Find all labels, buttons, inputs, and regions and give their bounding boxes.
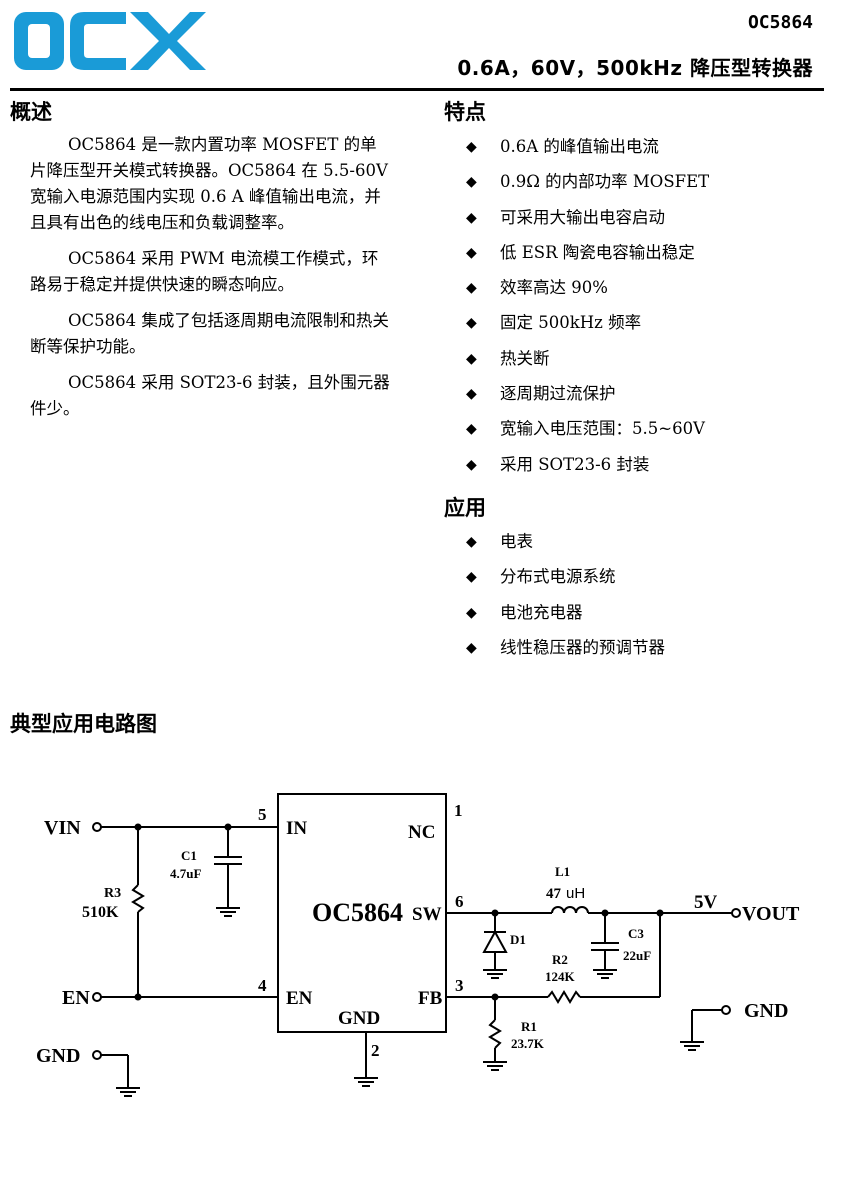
vin-terminal [92, 822, 102, 832]
diamond-bullet-icon: ◆ [466, 280, 477, 297]
pin-number: 2 [371, 1041, 380, 1060]
diamond-bullet-icon: ◆ [466, 639, 477, 656]
l1-name: L1 [555, 864, 570, 879]
vin-label: VIN [44, 817, 81, 839]
document-title: 0.6A，60V，500kHz 降压型转换器 [457, 56, 813, 80]
d1-name: D1 [510, 932, 526, 947]
gnd-terminal [721, 1005, 731, 1015]
pin-number: 5 [258, 805, 267, 824]
pin-number: 6 [455, 892, 464, 911]
vout-terminal [731, 908, 741, 918]
r3-value: 510K [82, 904, 119, 921]
en-terminal [92, 992, 102, 1002]
r1-value: 23.7K [511, 1036, 545, 1051]
c1-value: 4.7uF [170, 866, 201, 881]
diamond-bullet-icon: ◆ [466, 209, 477, 226]
overview-paragraph: OC5864 集成了包括逐周期电流限制和热关断等保护功能。 [30, 311, 389, 356]
pin-label-in: IN [286, 818, 307, 839]
diamond-bullet-icon: ◆ [466, 456, 477, 473]
header-divider [10, 88, 824, 91]
diamond-bullet-icon: ◆ [466, 315, 477, 332]
list-item: ◆采用 SOT23-6 封装 [466, 453, 826, 488]
l1-value-number: 47 [546, 886, 562, 902]
overview-paragraph: OC5864 采用 PWM 电流模工作模式，环路易于稳定并提供快速的瞬态响应。 [30, 249, 379, 294]
list-item: ◆效率高达 90% [466, 276, 826, 311]
r1-name: R1 [521, 1019, 537, 1034]
pin-number: 4 [258, 976, 267, 995]
c1-name: C1 [181, 848, 197, 863]
pin-label-en: EN [286, 988, 313, 1009]
gnd-label: GND [744, 1000, 788, 1022]
applications-list: ◆电表 ◆分布式电源系统 ◆电池充电器 ◆线性稳压器的预调节器 [466, 530, 826, 671]
r2-name: R2 [552, 952, 568, 967]
overview-heading: 概述 [10, 100, 52, 124]
chip-name: OC5864 [312, 898, 403, 927]
c3-name: C3 [628, 926, 644, 941]
pin-label-sw: SW [412, 904, 442, 925]
en-label: EN [62, 987, 90, 1009]
l1-value-unit: uH [566, 885, 585, 902]
pin-label-nc: NC [408, 822, 435, 843]
r3-name: R3 [104, 886, 121, 901]
overview-paragraph: OC5864 采用 SOT23-6 封装，且外围元器件少。 [30, 373, 390, 418]
features-list: ◆0.6A 的峰值输出电流 ◆0.9Ω 的内部功率 MOSFET ◆可采用大输出… [466, 135, 826, 488]
list-item: ◆低 ESR 陶瓷电容输出稳定 [466, 241, 826, 276]
diamond-bullet-icon: ◆ [466, 244, 477, 261]
diamond-bullet-icon: ◆ [466, 350, 477, 367]
part-number: OC5864 [747, 12, 813, 33]
overview-paragraph: OC5864 是一款内置功率 MOSFET 的单片降压型开关模式转换器。OC58… [30, 135, 388, 232]
ocx-logo [12, 8, 208, 74]
diamond-bullet-icon: ◆ [466, 139, 477, 155]
gnd-terminal [92, 1050, 102, 1060]
vout-label: VOUT [742, 903, 800, 925]
overview-body: OC5864 是一款内置功率 MOSFET 的单片降压型开关模式转换器。OC58… [30, 132, 390, 432]
typical-application-circuit: VIN EN GND C1 4.7uF R3 510K 5 4 1 6 3 2 … [36, 793, 800, 1097]
list-item: ◆分布式电源系统 [466, 565, 826, 600]
list-item: ◆宽输入电压范围：5.5~60V [466, 417, 826, 452]
list-item: ◆逐周期过流保护 [466, 382, 826, 417]
pin-label-gnd: GND [338, 1008, 380, 1029]
list-item: ◆固定 500kHz 频率 [466, 311, 826, 346]
circuit-heading: 典型应用电路图 [10, 712, 157, 736]
pin-number: 1 [454, 801, 463, 820]
list-item: ◆电池充电器 [466, 601, 826, 636]
features-heading: 特点 [444, 100, 486, 124]
list-item: ◆0.9Ω 的内部功率 MOSFET [466, 170, 826, 205]
r2-value: 124K [545, 969, 576, 984]
list-item: ◆线性稳压器的预调节器 [466, 636, 826, 671]
pin-number: 3 [455, 976, 464, 995]
applications-heading: 应用 [444, 496, 486, 520]
gnd-label: GND [36, 1045, 80, 1067]
diamond-bullet-icon: ◆ [466, 534, 477, 550]
list-item: ◆热关断 [466, 347, 826, 382]
list-item: ◆0.6A 的峰值输出电流 [466, 135, 826, 170]
diamond-bullet-icon: ◆ [466, 421, 477, 438]
vout-value: 5V [694, 892, 718, 913]
c3-value: 22uF [623, 948, 651, 963]
diamond-bullet-icon: ◆ [466, 386, 477, 403]
diamond-bullet-icon: ◆ [466, 569, 477, 586]
diamond-bullet-icon: ◆ [466, 174, 477, 191]
pin-label-fb: FB [418, 988, 443, 1009]
diamond-bullet-icon: ◆ [466, 604, 477, 621]
list-item: ◆可采用大输出电容启动 [466, 206, 826, 241]
list-item: ◆电表 [466, 530, 826, 565]
